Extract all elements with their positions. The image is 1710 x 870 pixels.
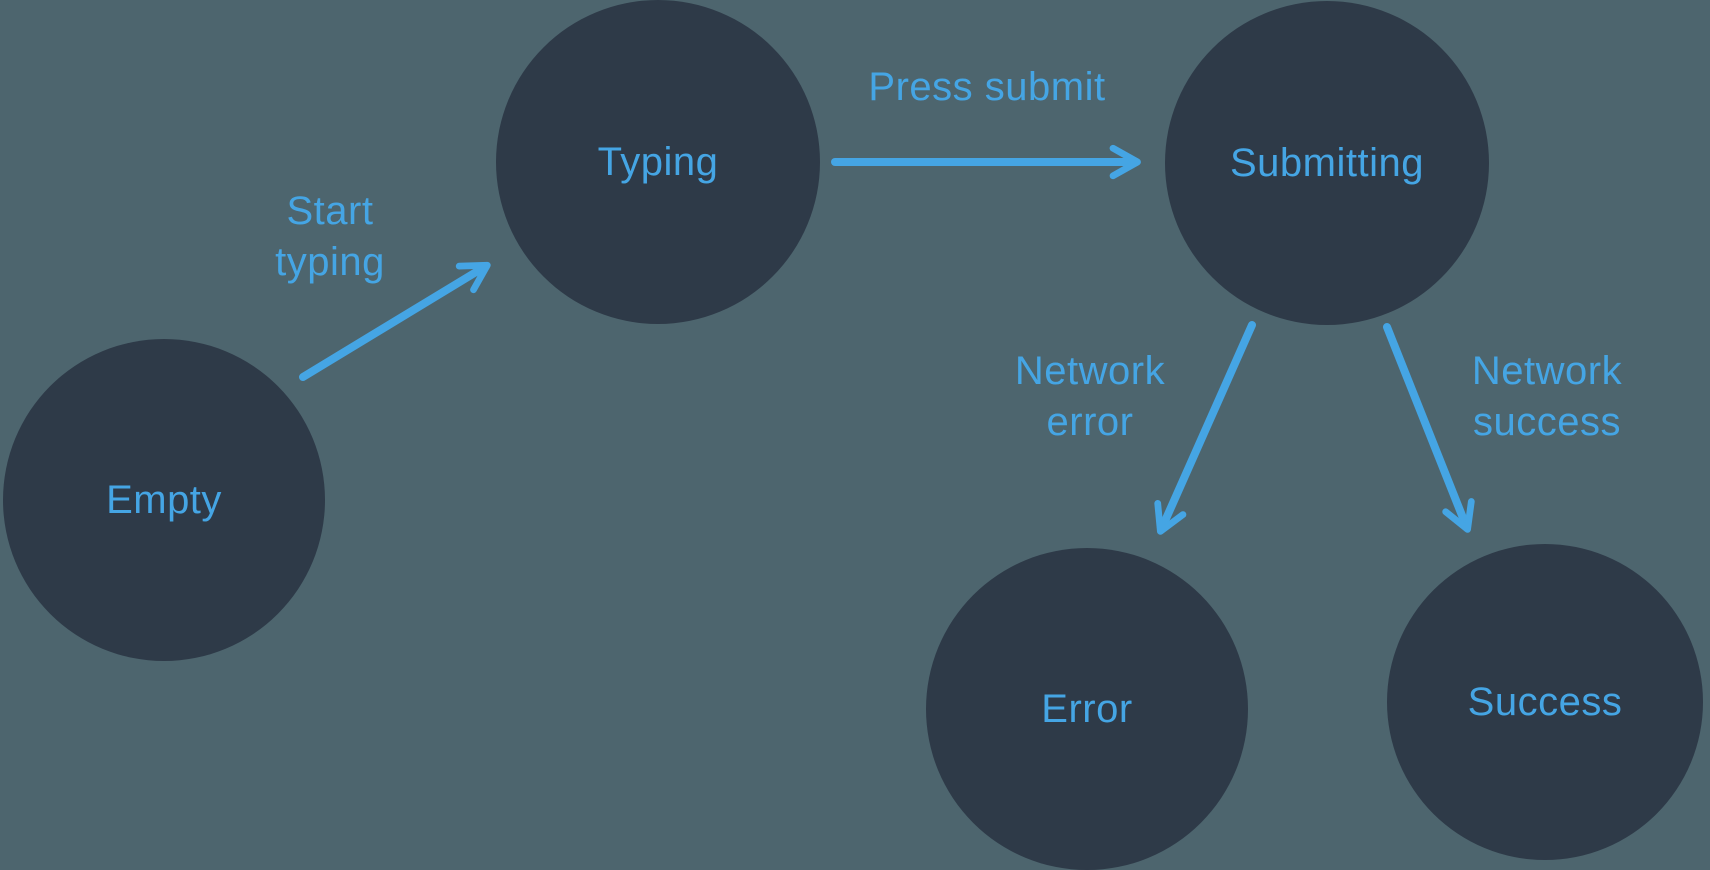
state-node-submitting: Submitting	[1165, 1, 1489, 325]
edge-submitting-to-success	[1383, 323, 1475, 533]
state-label-typing: Typing	[597, 139, 719, 184]
state-node-error: Error	[926, 548, 1248, 870]
state-label-submitting: Submitting	[1230, 140, 1424, 185]
state-label-success: Success	[1467, 679, 1623, 724]
transition-label-start-typing: Start typing	[275, 189, 385, 284]
state-node-typing: Typing	[496, 0, 820, 324]
transition-label-press-submit: Press submit	[868, 65, 1106, 109]
state-label-empty: Empty	[106, 477, 222, 522]
transition-label-network-success: Network success	[1471, 349, 1623, 444]
edge-empty-to-typing	[299, 261, 491, 381]
transition-label-network-error: Network error	[1014, 349, 1166, 444]
state-node-empty: Empty	[3, 339, 325, 661]
state-label-error: Error	[1041, 686, 1133, 731]
edge-submitting-to-error	[1154, 321, 1256, 535]
state-node-success: Success	[1387, 544, 1703, 860]
